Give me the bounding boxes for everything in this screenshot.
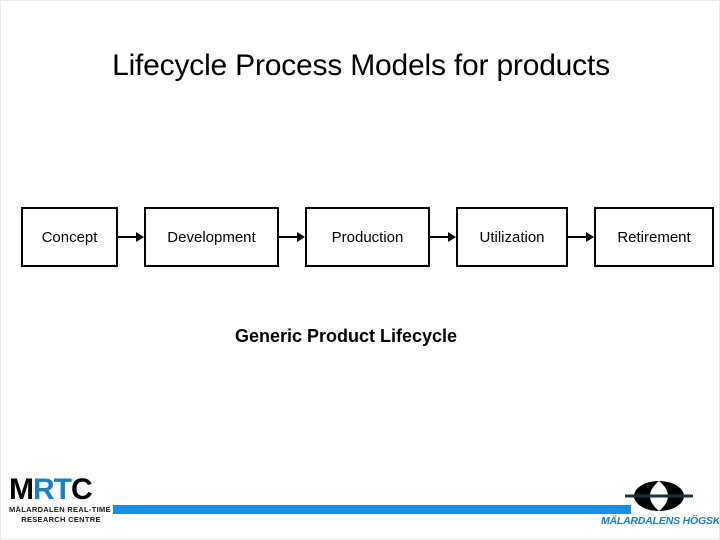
mdh-wordmark: MÄLARDALENS HÖGSKOLA — [601, 515, 720, 527]
lifecycle-flow-diagram: Concept Development Production Utilizati… — [21, 207, 714, 267]
flow-arrow-icon — [568, 207, 594, 267]
mrtc-letter-t: T — [53, 473, 72, 506]
mrtc-logo: MRTC MÄLARDALEN REAL-TIME RESEARCH CENTR… — [9, 475, 113, 533]
flow-arrow-icon — [430, 207, 456, 267]
mrtc-letter-r: R — [33, 473, 55, 506]
mrtc-subtitle-line-2: RESEARCH CENTRE — [21, 515, 101, 524]
flow-box-label: Retirement — [617, 228, 691, 246]
flow-box-label: Development — [167, 228, 256, 246]
footer-accent-bar — [113, 505, 631, 514]
flow-box-label: Production — [331, 228, 404, 246]
flow-box-production[interactable]: Production — [305, 207, 430, 267]
arrow-shaft — [568, 236, 587, 238]
flow-box-development[interactable]: Development — [144, 207, 279, 267]
mrtc-subtitle: MÄLARDALEN REAL-TIME RESEARCH CENTRE — [9, 505, 113, 525]
mrtc-wordmark: MRTC — [9, 475, 113, 505]
mrtc-letter-m: M — [9, 473, 34, 506]
arrow-shaft — [279, 236, 298, 238]
flow-box-label: Concept — [41, 228, 98, 246]
diagram-caption: Generic Product Lifecycle — [234, 326, 458, 346]
mrtc-subtitle-line-1: MÄLARDALEN REAL-TIME — [9, 505, 111, 514]
arrow-head — [136, 232, 144, 242]
arrow-head — [297, 232, 305, 242]
arrow-shaft — [430, 236, 449, 238]
flow-arrow-icon — [279, 207, 305, 267]
flow-box-utilization[interactable]: Utilization — [456, 207, 568, 267]
arrow-shaft — [118, 236, 137, 238]
flow-arrow-icon — [118, 207, 144, 267]
mrtc-letter-c: C — [71, 473, 93, 506]
page-title: Lifecycle Process Models for products — [112, 49, 610, 82]
flow-box-concept[interactable]: Concept — [21, 207, 118, 267]
malardalens-hogskola-logo: MÄLARDALENS HÖGSKOLA — [601, 479, 720, 535]
arrow-head — [448, 232, 456, 242]
flow-box-label: Utilization — [479, 228, 545, 246]
mdh-emblem-icon — [601, 479, 717, 513]
arrow-head — [586, 232, 594, 242]
flow-box-retirement[interactable]: Retirement — [594, 207, 714, 267]
